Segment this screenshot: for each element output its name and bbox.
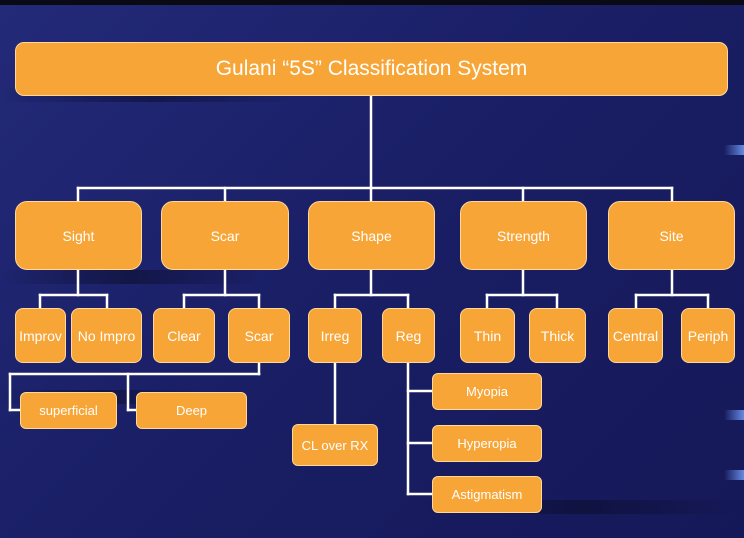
node-central: Central (608, 308, 663, 363)
node-strength: Strength (460, 201, 587, 270)
node-cl-over-rx: CL over RX (292, 424, 378, 466)
node-deep: Deep (136, 392, 247, 429)
node-improv: Improv (15, 308, 66, 363)
node-clear: Clear (153, 308, 215, 363)
side-highlight (724, 470, 744, 480)
node-shape: Shape (308, 201, 435, 270)
node-scar: Scar (161, 201, 289, 270)
node-irreg: Irreg (308, 308, 362, 363)
diagram-title: Gulani “5S” Classification System (15, 42, 728, 96)
node-superficial: superficial (20, 392, 117, 429)
node-periph: Periph (681, 308, 735, 363)
node-scar-sub: Scar (228, 308, 290, 363)
node-reg: Reg (382, 308, 435, 363)
top-bar (0, 0, 744, 5)
node-hyperopia: Hyperopia (432, 425, 542, 462)
node-thick: Thick (529, 308, 586, 363)
node-site: Site (608, 201, 735, 270)
side-highlight (724, 410, 744, 420)
side-highlight (724, 145, 744, 155)
node-thin: Thin (460, 308, 515, 363)
node-myopia: Myopia (432, 373, 542, 410)
node-astigmatism: Astigmatism (432, 476, 542, 513)
node-no-impro: No Impro (71, 308, 142, 363)
background-streak (0, 270, 260, 284)
node-sight: Sight (15, 201, 142, 270)
